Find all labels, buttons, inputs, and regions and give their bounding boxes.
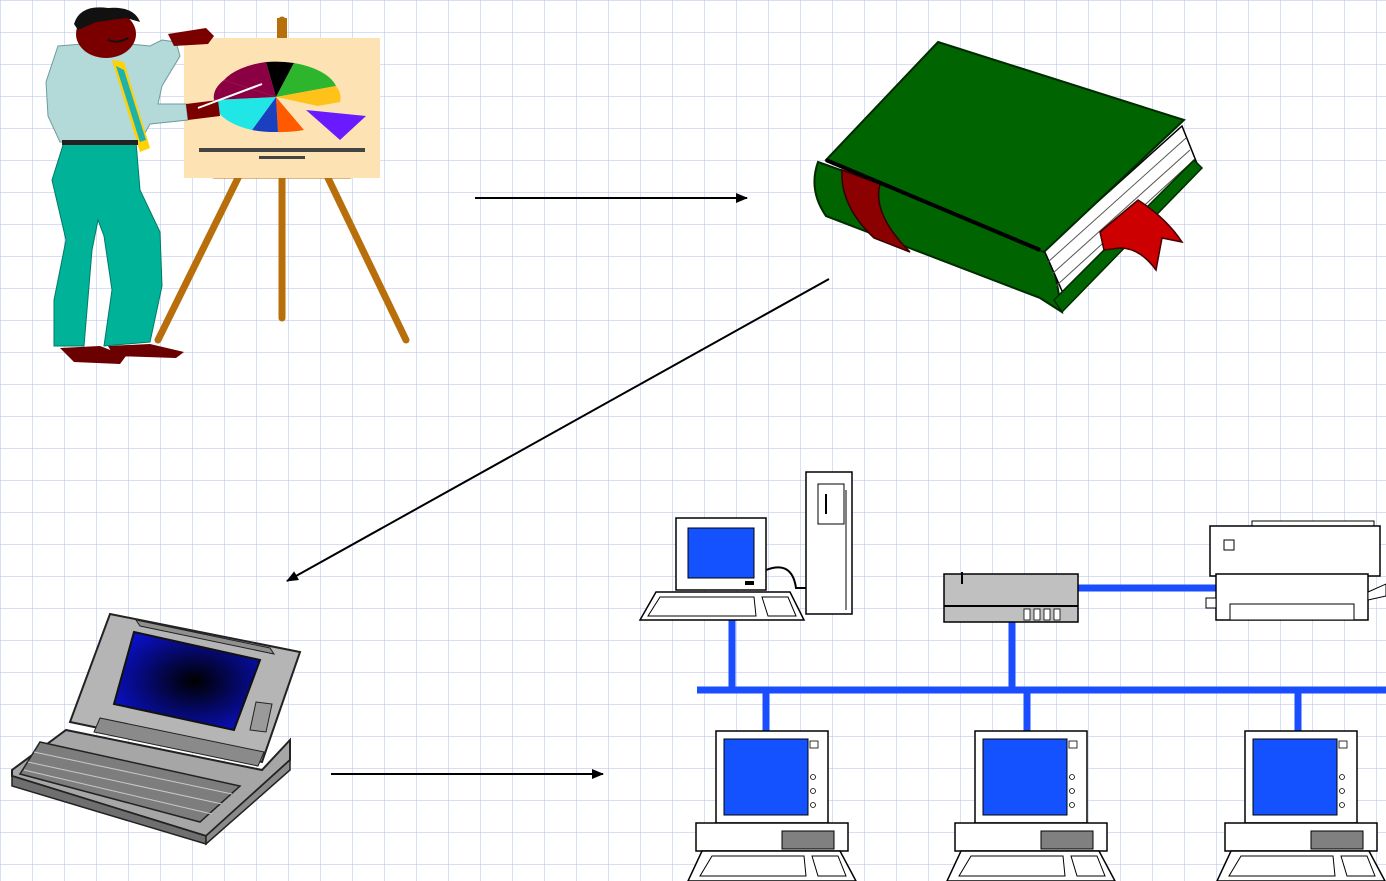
desktop-computer-icon bbox=[1216, 730, 1386, 881]
pants bbox=[51, 141, 163, 347]
arrow-book-to-laptop bbox=[286, 278, 830, 582]
bookmark-icon bbox=[1099, 199, 1184, 272]
shirt bbox=[45, 39, 189, 143]
printer-icon bbox=[1205, 520, 1386, 621]
desktop-computer-icon bbox=[946, 730, 1116, 881]
workstation-with-tower-icon bbox=[638, 471, 853, 621]
desktop-computer-icon bbox=[687, 730, 857, 881]
network-cable bbox=[697, 584, 1386, 732]
network-hub-icon bbox=[943, 572, 1079, 623]
presenter-easel-icon bbox=[45, 7, 410, 364]
green-book-icon bbox=[813, 40, 1204, 315]
pie-chart-icon bbox=[213, 61, 366, 140]
laptop-icon bbox=[11, 612, 302, 846]
arrows bbox=[286, 193, 830, 779]
computer-network-icon bbox=[638, 471, 1386, 881]
laptop-screen bbox=[112, 630, 262, 732]
keyboard bbox=[18, 741, 242, 823]
